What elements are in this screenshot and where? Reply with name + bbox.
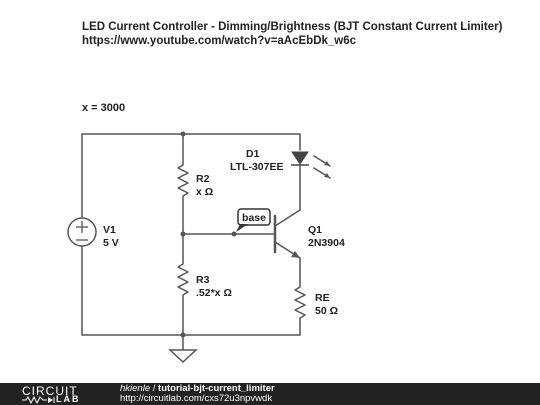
v1-value: 5 V	[103, 237, 119, 249]
circuitlab-logo[interactable]: CIRCUIT LAB	[22, 383, 94, 405]
footer-link[interactable]: http://circuitlab.com/cxs72u3npvwdk	[120, 393, 273, 404]
re-name: RE	[315, 292, 330, 304]
resistor-r2-symbol	[177, 133, 189, 235]
resistor-re-symbol	[294, 281, 306, 326]
r3-name: R3	[196, 274, 210, 286]
source-url[interactable]: https://www.youtube.com/watch?v=aAcEbDk_…	[82, 35, 357, 47]
parameter-definition: x = 3000	[82, 102, 126, 114]
logo-wave-icon	[22, 396, 55, 404]
probe-base-flag[interactable]: base	[236, 208, 271, 232]
footer-bar: CIRCUIT LAB hkienle / tutorial-bjt-curre…	[0, 383, 540, 405]
footer-meta: hkienle / tutorial-bjt-current_limiter h…	[120, 384, 275, 404]
junction-base	[180, 231, 186, 237]
led-d1-symbol	[291, 151, 330, 178]
r2-value: x Ω	[196, 186, 213, 198]
wire-top	[81, 133, 301, 219]
footer-author[interactable]: hkienle	[120, 383, 151, 394]
d1-name: D1	[246, 148, 260, 160]
probe-label: base	[242, 212, 266, 224]
resistor-r3-symbol	[177, 233, 189, 336]
logo-text-bottom: LAB	[56, 394, 81, 404]
q1-value: 2N3904	[308, 237, 345, 249]
transistor-q1-emitter-arrow	[291, 251, 300, 258]
transistor-q1-collector	[274, 171, 301, 227]
logo-text-top: CIRCUIT	[22, 384, 78, 398]
probe-node	[231, 231, 237, 237]
junction-bottom	[180, 332, 186, 338]
footer-project[interactable]: tutorial-bjt-current_limiter	[158, 383, 275, 394]
junction-top	[180, 131, 186, 137]
title-block: LED Current Controller - Dimming/Brightn…	[82, 20, 502, 48]
r2-name: R2	[196, 173, 210, 185]
d1-value: LTL-307EE	[230, 161, 283, 173]
re-value: 50 Ω	[315, 305, 338, 317]
ground-icon	[168, 349, 198, 364]
circuit-title: LED Current Controller - Dimming/Brightn…	[82, 21, 503, 33]
r3-value: .52*x Ω	[196, 287, 232, 299]
q1-name: Q1	[308, 224, 322, 236]
transistor-q1-emitter	[274, 241, 301, 283]
v1-name: V1	[103, 224, 116, 236]
voltage-source-v1	[67, 217, 97, 247]
wire-bottom	[81, 245, 301, 336]
